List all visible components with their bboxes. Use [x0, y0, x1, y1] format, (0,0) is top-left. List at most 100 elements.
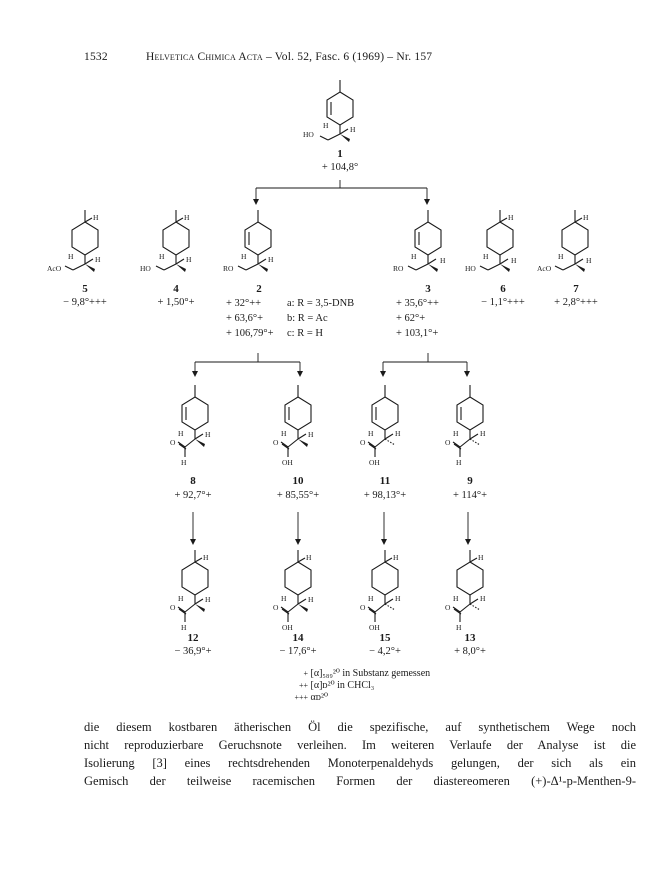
footnote: +++ αᴅ²⁰ — [286, 692, 430, 704]
footnote-text: αᴅ²⁰ — [310, 692, 329, 703]
oxygen-label: O — [360, 438, 366, 447]
h-label: H — [411, 252, 417, 261]
h-label: H — [68, 252, 74, 261]
journal-name: Helvetica Chimica Acta — [146, 51, 263, 63]
h-label: H — [186, 255, 192, 264]
compound-2-structure: RO H H — [220, 210, 295, 280]
h-label: H — [508, 213, 514, 222]
h-label: H — [306, 553, 312, 562]
compound-15-structure: H O OH H H — [355, 550, 425, 635]
compound-13-structure: H O H H H — [440, 550, 510, 635]
optical-rotation: − 9,8°+++ — [63, 297, 107, 308]
page-number: 1532 — [84, 51, 108, 63]
oxygen-label: O — [273, 438, 279, 447]
cyclohexane-ring — [155, 210, 190, 272]
h-label: H — [583, 213, 589, 222]
optical-rotation: + 2,8°+++ — [554, 297, 598, 308]
hydroxyl-label: OH — [282, 458, 293, 467]
r-legend-b: b: R = Ac — [287, 313, 328, 324]
cyclohexane-ring — [452, 550, 484, 622]
ro-label: RO — [223, 264, 234, 273]
compound-4-structure: H HO H H — [138, 210, 213, 280]
paragraph-line: Isolierung [3] eines rechtsdrehenden Mon… — [84, 756, 636, 770]
h-label: H — [586, 256, 592, 265]
optical-rotation: + 35,6°++ — [396, 298, 439, 309]
hydroxyl-label: OH — [369, 458, 380, 467]
oxygen-label: O — [170, 603, 176, 612]
acetoxy-label: AcO — [537, 264, 552, 273]
compound-number: 11 — [379, 475, 391, 487]
cyclohexene-ring — [452, 385, 484, 457]
h-label: H — [181, 458, 187, 467]
h-label: H — [440, 256, 446, 265]
h-label: H — [184, 213, 190, 222]
optical-rotation: + 1,50°+ — [157, 297, 195, 308]
footnote-mark: + — [303, 669, 308, 678]
running-header: Helvetica Chimica Acta – Vol. 52, Fasc. … — [146, 51, 432, 63]
h-label: H — [95, 255, 101, 264]
h-label: H — [368, 429, 374, 438]
compound-number: 10 — [292, 475, 304, 487]
compound-number: 15 — [379, 632, 391, 644]
h-label: H — [456, 623, 462, 632]
compound-number: 3 — [425, 283, 431, 295]
oxygen-label: O — [445, 438, 451, 447]
compound-12-structure: H O H H H — [165, 550, 235, 635]
compound-5-structure: H AcO H H — [45, 210, 120, 280]
h-label: H — [93, 213, 99, 222]
cyclohexene-ring — [280, 385, 312, 457]
h-label: H — [308, 595, 314, 604]
h-label: H — [511, 256, 517, 265]
compound-number: 5 — [82, 283, 88, 295]
footnote-mark: +++ — [294, 693, 308, 702]
cyclohexane-ring — [64, 210, 99, 272]
optical-rotation: + 103,1°+ — [396, 328, 439, 339]
issue-info: – Vol. 52, Fasc. 6 (1969) – Nr. 157 — [265, 51, 433, 63]
cyclohexene-ring — [237, 210, 272, 272]
compound-10-structure: O OH H H — [268, 385, 338, 470]
h-label: H — [368, 594, 374, 603]
optical-rotation: + 98,13°+ — [363, 490, 407, 501]
optical-rotation: + 8,0°+ — [454, 646, 486, 657]
cyclohexane-ring — [554, 210, 589, 272]
compound-number: 7 — [573, 283, 579, 295]
compound-number: 13 — [464, 632, 476, 644]
compound-7-structure: H AcO H H — [535, 210, 610, 280]
compound-number: 14 — [292, 632, 304, 644]
cyclohexene-ring — [407, 210, 442, 272]
compound-14-structure: H O OH H H — [268, 550, 338, 635]
h-label: H — [483, 252, 489, 261]
h-label: H — [308, 430, 314, 439]
optical-rotation: − 4,2°+ — [369, 646, 401, 657]
compound-number: 8 — [190, 475, 196, 487]
compound-number: 1 — [337, 148, 343, 160]
r-legend-c: c: R = H — [287, 328, 323, 339]
h-label: H — [350, 125, 356, 134]
cyclohexene-ring — [177, 385, 209, 457]
compound-6-structure: H HO H H — [460, 210, 535, 280]
optical-rotation: + 32°++ — [226, 298, 262, 309]
compound-number: 9 — [467, 475, 473, 487]
ro-label: RO — [393, 264, 404, 273]
hydroxyl-label: OH — [282, 623, 293, 632]
cyclohexane-ring — [479, 210, 514, 272]
compound-1-structure: HO H H — [298, 80, 378, 150]
h-label: H — [480, 429, 486, 438]
h-label: H — [558, 252, 564, 261]
h-label: H — [205, 595, 211, 604]
compound-number: 2 — [256, 283, 262, 295]
compound-number: 4 — [173, 283, 179, 295]
footnote: ++ [α]ᴅ²⁰ in CHCl₃ — [286, 680, 430, 692]
cyclohexene-ring — [319, 80, 354, 142]
hydroxyl-label: HO — [303, 130, 314, 139]
footnote-text: [α]ᴅ²⁰ in CHCl₃ — [310, 680, 375, 691]
optical-rotation: − 1,1°+++ — [481, 297, 525, 308]
r-legend-a: a: R = 3,5-DNB — [287, 298, 355, 309]
optical-rotation: − 36,9°+ — [174, 646, 212, 657]
compound-8-structure: O H H H — [165, 385, 235, 470]
h-label: H — [478, 553, 484, 562]
cyclohexane-ring — [280, 550, 312, 622]
acetoxy-label: AcO — [47, 264, 62, 273]
h-label: H — [178, 594, 184, 603]
